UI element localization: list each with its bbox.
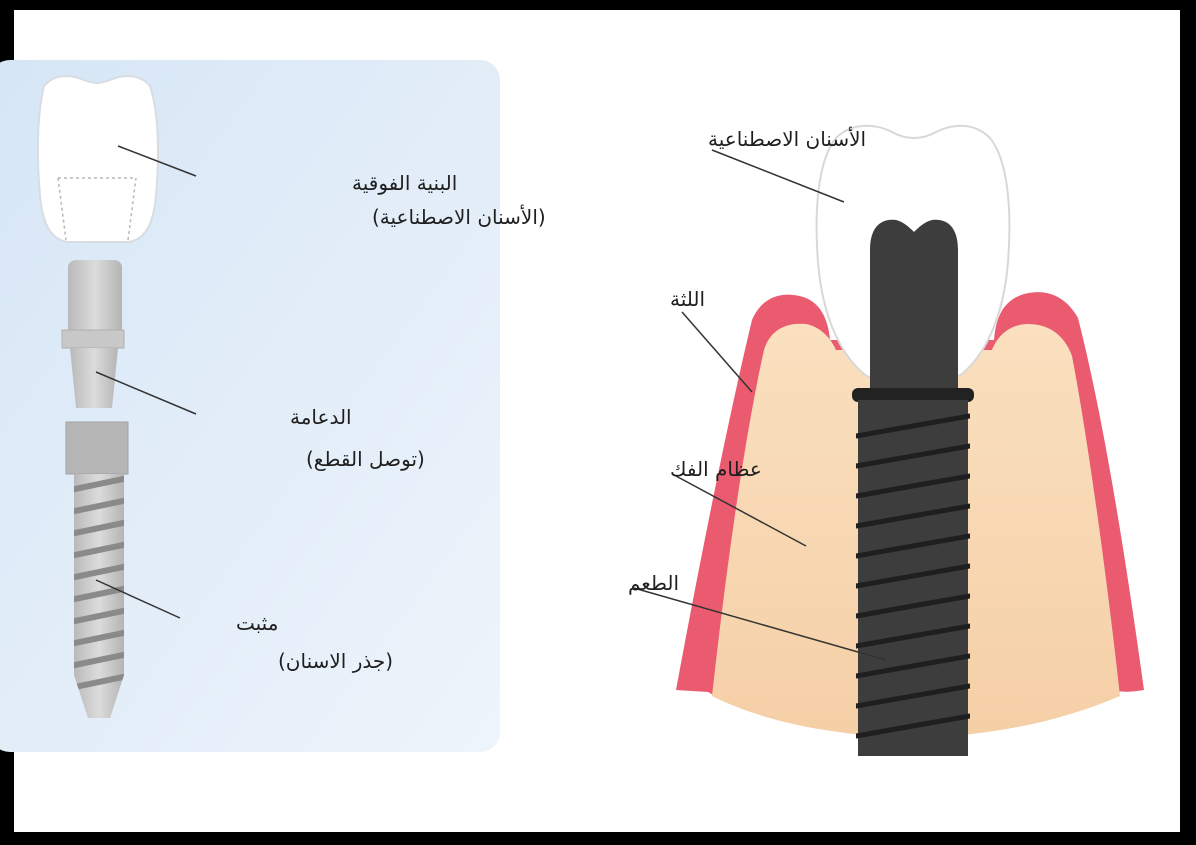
jaw-bone-label: عظام الفك	[670, 457, 762, 481]
fixture-label: مثبت	[236, 611, 278, 635]
abutment-sublabel: (توصل القطع)	[306, 447, 425, 471]
components-panel: البنية الفوقية (الأسنان الاصطناعية) الدع…	[0, 60, 546, 752]
abutment-post	[870, 220, 958, 392]
implant-collar	[852, 388, 974, 402]
crown-label: البنية الفوقية	[352, 171, 457, 195]
fixture-part	[66, 422, 128, 718]
crown-sublabel: (الأسنان الاصطناعية)	[372, 205, 546, 229]
gum-label: اللثة	[670, 287, 705, 311]
crown-label-right: الأسنان الاصطناعية	[708, 127, 866, 151]
crown-part	[38, 76, 158, 242]
fixture-sublabel: (جذر الاسنان)	[278, 649, 393, 673]
abutment-label: الدعامة	[290, 405, 352, 429]
implant-label: الطعم	[628, 571, 679, 595]
